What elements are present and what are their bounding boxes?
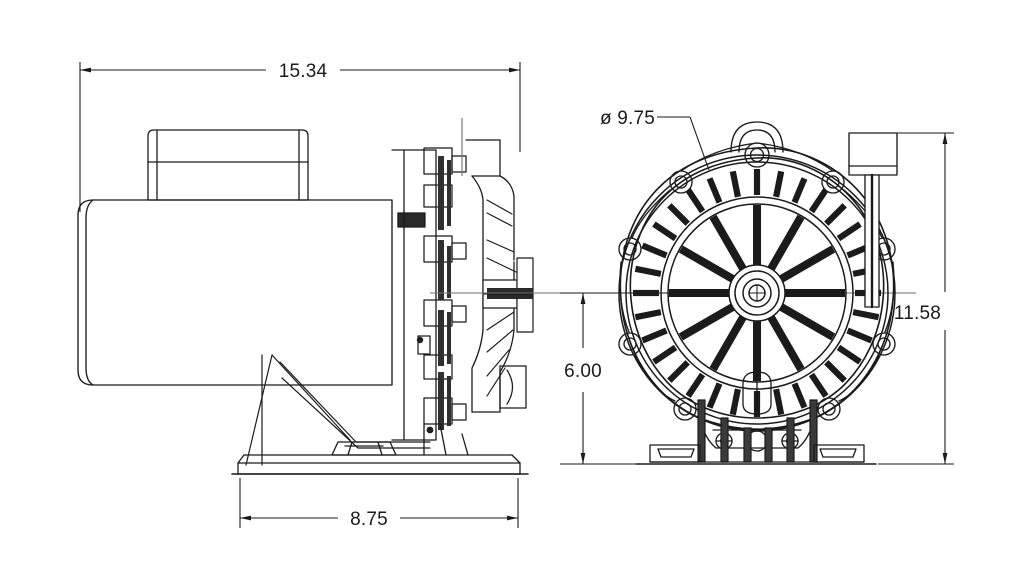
leader-line: [689, 116, 710, 171]
view-front-elevation: [618, 121, 898, 465]
motor-body: [77, 199, 393, 386]
dimension-label-housing-diameter: ø 9.75: [600, 108, 655, 129]
dimension-label-base-length: 8.75: [350, 509, 388, 530]
inlet-dome: [730, 121, 784, 153]
center-hub: [728, 264, 786, 322]
support-bracket: [245, 354, 431, 466]
pump-bracket: [391, 149, 437, 441]
mounting-feet: [649, 444, 865, 463]
dimension-label-shaft-height: 6.00: [564, 361, 602, 382]
volute-profile: [465, 139, 515, 413]
dimension-housing-diameter-leader: [657, 116, 710, 171]
dimension-base-length: [239, 478, 519, 528]
terminal-box: [848, 132, 898, 309]
shroud-fin-edges: [486, 199, 517, 397]
motor-junction-box: [147, 129, 309, 201]
inner-spokes: [669, 205, 845, 381]
dimension-label-overall-length: 15.34: [279, 61, 328, 82]
dimension-overall-height: [878, 132, 954, 465]
view-side-elevation: [77, 129, 534, 475]
seal-strips: [438, 156, 451, 430]
shaft-bolt: [397, 212, 426, 228]
dimension-label-overall-height: 11.58: [894, 303, 941, 324]
hub-boss: [482, 257, 534, 333]
base-plate: [237, 423, 521, 475]
drain-boss: [742, 371, 772, 415]
discharge-port: [499, 365, 527, 409]
dimension-overall-length: [79, 62, 521, 212]
dimension-shaft-height: [560, 292, 700, 465]
clamp-bolts: [416, 336, 434, 434]
